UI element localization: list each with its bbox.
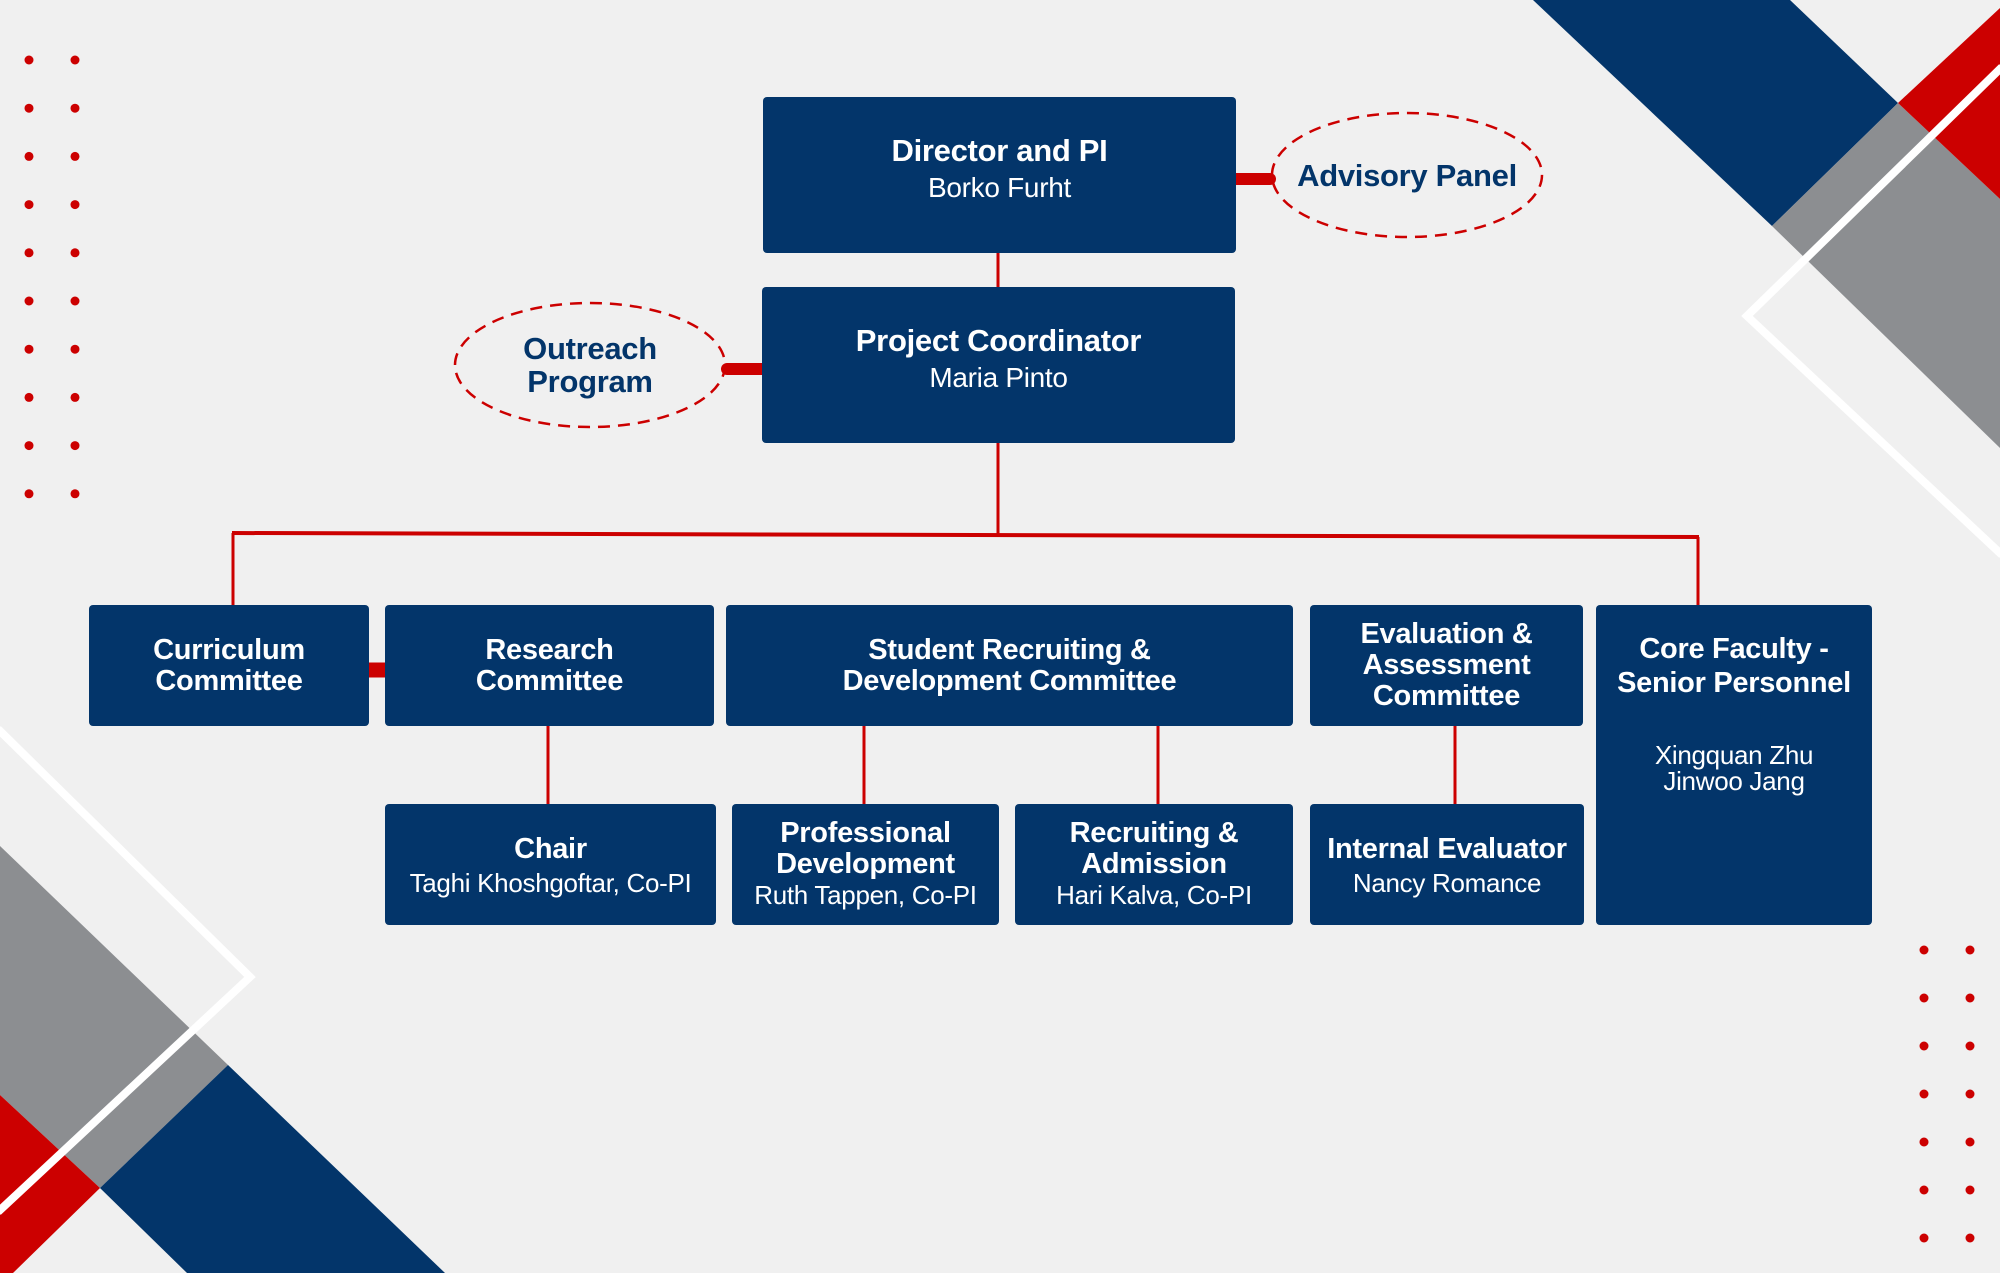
core-faculty-box[interactable]: Core Faculty - Senior Personnel Xingquan… [1596,605,1872,925]
deco-white-chevron-bottom-left [0,726,256,1215]
curriculum-title-line1: Curriculum [153,633,305,666]
outreach-program-bubble[interactable] [453,301,727,429]
profdev-name: Ruth Tappen, Co-PI [754,880,977,910]
core-name-2: Jinwoo Jang [1663,766,1805,796]
decorative-dot [1919,945,1929,955]
advisory-panel-text: Advisory Panel [1297,157,1517,193]
core-title-line1: Core Faculty - [1639,633,1829,665]
decorative-dot [24,441,34,451]
decorative-dot [1919,993,1929,1003]
advisory-panel-label: Advisory Panel [1280,150,1534,200]
decorative-dot [1919,1185,1929,1195]
recruiting-name: Hari Kalva, Co-PI [1056,880,1252,910]
decorative-dot [1965,993,1975,1003]
deco-navy-band-bottom-left [100,1065,445,1273]
decorative-dot [70,200,80,210]
recruiting-admission-box[interactable]: Recruiting & Admission Hari Kalva, Co-PI [1015,804,1293,925]
core-title-line2: Senior Personnel [1617,667,1851,699]
chair-box[interactable]: Chair Taghi Khoshgoftar, Co-PI [385,804,716,925]
evaluation-title-line2: Assessment [1362,649,1531,681]
recruiting-title-line1: Recruiting & [1069,817,1239,849]
outreach-program-label: Outreach Program [463,328,717,402]
outreach-line2: Program [527,364,653,399]
decorative-dot [24,392,34,402]
research-title-line2: Committee [475,664,624,697]
evaluation-title-line3: Committee [1372,680,1521,712]
evaluation-title-line1: Evaluation & [1360,618,1533,650]
deco-navy-band-top-right [1533,0,1898,226]
decorative-dot [70,55,80,65]
decorative-dot [1919,1041,1929,1051]
decorative-dot [24,200,34,210]
decorative-dot [1919,1137,1929,1147]
decorative-dot [1965,1185,1975,1195]
recruiting-title-line2: Admission [1081,848,1227,880]
decorative-dot [24,55,34,65]
decorative-dot [70,344,80,354]
dot-grid-top-left [24,55,80,499]
director-name: Borko Furht [928,172,1071,203]
profdev-title-line2: Development [776,848,955,880]
decorative-dot [70,151,80,161]
chair-name: Taghi Khoshgoftar, Co-PI [409,868,692,898]
student-recruiting-committee-box[interactable]: Student Recruiting & Development Committ… [726,605,1293,726]
chair-title: Chair [514,833,587,865]
deco-red-band-bottom-left [0,1095,100,1273]
decorative-dot [1965,945,1975,955]
connector-horizontal-bus [231,531,1700,539]
curriculum-title-line2: Committee [155,664,303,697]
curriculum-committee-box[interactable]: Curriculum Committee [89,605,369,726]
evaluation-committee-box[interactable]: Evaluation & Assessment Committee [1310,605,1583,726]
core-name-1: Xingquan Zhu [1654,740,1814,770]
research-committee-box[interactable]: Research Committee [385,605,714,726]
decorative-dot [1965,1233,1975,1243]
decorative-dot [24,489,34,499]
director-box[interactable]: Director and PI Borko Furht [763,97,1236,253]
decorative-dot [70,296,80,306]
decorative-dot [70,248,80,258]
decorative-dot [24,151,34,161]
coordinator-title: Project Coordinator [855,323,1142,358]
decorative-dot [1919,1233,1929,1243]
decorative-dot [24,344,34,354]
internal-evaluator-box[interactable]: Internal Evaluator Nancy Romance [1310,804,1584,925]
decorative-dot [1919,1089,1929,1099]
research-title-line1: Research [485,633,614,666]
internal-evaluator-name: Nancy Romance [1352,868,1542,898]
coordinator-name: Maria Pinto [929,362,1068,393]
decorative-dot [70,103,80,113]
decorative-dot [24,103,34,113]
outreach-line1: Outreach [523,331,657,366]
student-title-line2: Development Committee [842,664,1177,697]
decorative-dot [70,441,80,451]
professional-development-box[interactable]: Professional Development Ruth Tappen, Co… [732,804,999,925]
profdev-title-line1: Professional [780,817,951,849]
deco-white-chevron-top-right [1741,64,2000,558]
coordinator-box[interactable]: Project Coordinator Maria Pinto [762,287,1235,443]
dot-grid-bottom-right [1919,945,1975,1243]
internal-evaluator-title: Internal Evaluator [1327,833,1567,865]
advisory-panel-bubble[interactable] [1270,111,1544,239]
decorative-dot [1965,1089,1975,1099]
decorative-dot [1965,1041,1975,1051]
decorative-dot [1965,1137,1975,1147]
decorative-dot [24,248,34,258]
deco-gray-band-bottom-left [0,846,228,1188]
decorative-dot [70,489,80,499]
deco-red-band-top-right [1898,8,2000,199]
decorative-dot [70,392,80,402]
deco-gray-band-top-right [1772,103,2000,448]
student-title-line1: Student Recruiting & [868,633,1151,666]
decorative-dot [24,296,34,306]
director-title: Director and PI [891,133,1108,168]
